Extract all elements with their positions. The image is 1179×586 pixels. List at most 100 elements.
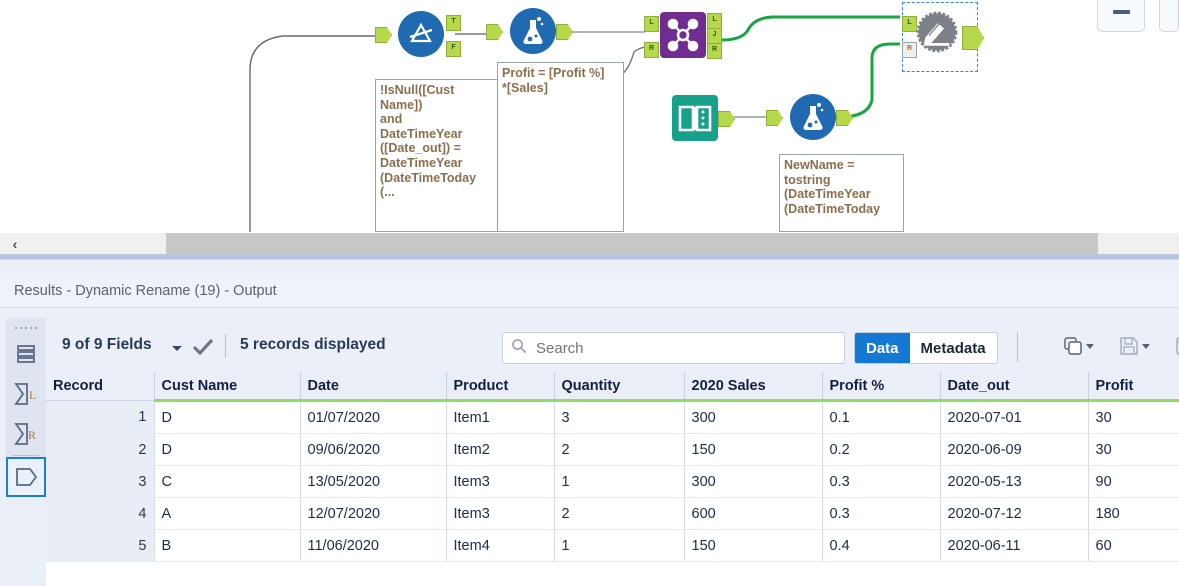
filter-output-true-anchor[interactable]: T [446,15,461,31]
cell-2020-sales[interactable]: 300 [684,400,823,434]
cell-date[interactable]: 12/07/2020 [300,497,447,530]
cell-2020-sales[interactable]: 300 [684,465,823,498]
cell-product[interactable]: Item3 [446,497,555,530]
cell-quantity[interactable]: 1 [554,465,685,498]
dynamic-rename-tool[interactable]: L R [902,9,984,58]
cell-profit-[interactable]: 0.1 [822,400,941,434]
filter-output-false-anchor[interactable]: F [446,41,461,57]
fields-count-label[interactable]: 9 of 9 Fields [62,336,152,353]
chevron-down-icon[interactable] [1142,343,1150,349]
filter-tool[interactable]: T F [375,11,461,57]
minimize-button[interactable] [1097,0,1145,32]
cell-date-out[interactable]: 2020-06-09 [940,433,1089,466]
cell-record[interactable]: 3 [46,465,155,498]
scroll-left-icon[interactable]: ‹ [12,236,18,252]
scrollbar-thumb[interactable] [166,233,1098,255]
chevron-down-icon[interactable] [1086,343,1094,349]
join-output-left-anchor[interactable]: L [707,13,722,29]
copy-button[interactable] [1063,336,1094,356]
add-button[interactable] [1175,336,1179,356]
cell-product[interactable]: Item1 [446,400,555,434]
search-box[interactable] [502,332,845,364]
column-header-quantity[interactable]: Quantity [554,372,685,402]
rail-item-sigma-r[interactable]: R [6,414,46,454]
column-header-profit[interactable]: Profit [1088,372,1179,402]
panel-divider[interactable] [0,254,1179,259]
text-input-output-anchor[interactable] [718,111,735,127]
cell-profit[interactable]: 90 [1088,465,1179,498]
column-header-product[interactable]: Product [446,372,555,402]
cell-2020-sales[interactable]: 600 [684,497,823,530]
cell-record[interactable]: 4 [46,497,155,530]
cell-date[interactable]: 13/05/2020 [300,465,447,498]
view-mode-toggle[interactable]: Data Metadata [854,332,998,364]
cell-record[interactable]: 1 [46,400,155,434]
column-header-2020-sales[interactable]: 2020 Sales [684,372,823,402]
chevron-down-icon[interactable] [172,346,182,351]
cell-profit[interactable]: 180 [1088,497,1179,530]
column-header-profit-pct[interactable]: Profit % [822,372,941,402]
canvas-horizontal-scrollbar[interactable]: ‹ [0,232,1179,255]
cell-2020-sales[interactable]: 150 [684,529,823,562]
formula1-input-anchor[interactable] [486,24,503,40]
checkmark-icon[interactable] [192,338,214,361]
dynrename-output-anchor[interactable] [962,26,984,50]
cell-date[interactable]: 11/06/2020 [300,529,447,562]
cell-cust-name[interactable]: D [154,400,301,434]
join-output-join-anchor[interactable]: J [707,28,722,44]
cell-profit[interactable]: 30 [1088,400,1179,434]
rail-item-output[interactable] [6,457,46,497]
column-header-date-out[interactable]: Date_out [940,372,1089,402]
cell-profit[interactable]: 60 [1088,529,1179,562]
join-input-right-anchor[interactable]: R [644,42,659,58]
cell-quantity[interactable]: 2 [554,433,685,466]
workflow-canvas[interactable]: T F [0,0,1179,232]
save-button[interactable] [1119,336,1150,356]
dynrename-input-right-anchor[interactable]: R [902,42,917,58]
column-header-date[interactable]: Date [300,372,447,402]
formula2-input-anchor[interactable] [766,110,783,126]
cell-cust-name[interactable]: B [154,529,301,562]
cell-date[interactable]: 09/06/2020 [300,433,447,466]
text-input-tool[interactable] [672,95,735,141]
rail-item-sigma-l[interactable]: L [6,374,46,414]
cell-profit-[interactable]: 0.3 [822,497,941,530]
formula-tool-2[interactable] [766,94,853,140]
cell-product[interactable]: Item2 [446,433,555,466]
cell-2020-sales[interactable]: 150 [684,433,823,466]
results-grid[interactable]: Record Cust Name Date Product Quantity 2… [46,372,1179,586]
formula2-output-anchor[interactable] [836,110,853,126]
cell-date-out[interactable]: 2020-06-11 [940,529,1089,562]
cell-profit[interactable]: 30 [1088,433,1179,466]
join-input-left-anchor[interactable]: L [644,16,659,32]
cell-record[interactable]: 2 [46,433,155,466]
join-tool[interactable]: L R L J R [644,12,722,59]
formula-tool-1[interactable] [486,8,573,54]
tab-data[interactable]: Data [855,333,910,363]
cell-date[interactable]: 01/07/2020 [300,400,447,434]
tab-metadata[interactable]: Metadata [909,333,997,363]
cell-date-out[interactable]: 2020-05-13 [940,465,1089,498]
cell-cust-name[interactable]: C [154,465,301,498]
cell-quantity[interactable]: 2 [554,497,685,530]
cell-product[interactable]: Item3 [446,465,555,498]
cell-profit-[interactable]: 0.3 [822,465,941,498]
cell-date-out[interactable]: 2020-07-01 [940,400,1089,434]
rail-grip[interactable] [6,318,46,334]
cell-cust-name[interactable]: A [154,497,301,530]
cell-profit-[interactable]: 0.4 [822,529,941,562]
filter-input-anchor[interactable] [375,27,392,43]
column-header-cust-name[interactable]: Cust Name [154,372,301,402]
cell-date-out[interactable]: 2020-07-12 [940,497,1089,530]
cell-quantity[interactable]: 3 [554,400,685,434]
cell-quantity[interactable]: 1 [554,529,685,562]
rail-item-table[interactable] [6,334,46,374]
search-input[interactable] [534,338,818,358]
join-output-right-anchor[interactable]: R [707,43,722,59]
dynrename-input-left-anchor[interactable]: L [902,16,917,32]
window-edge-button[interactable] [1159,0,1179,32]
